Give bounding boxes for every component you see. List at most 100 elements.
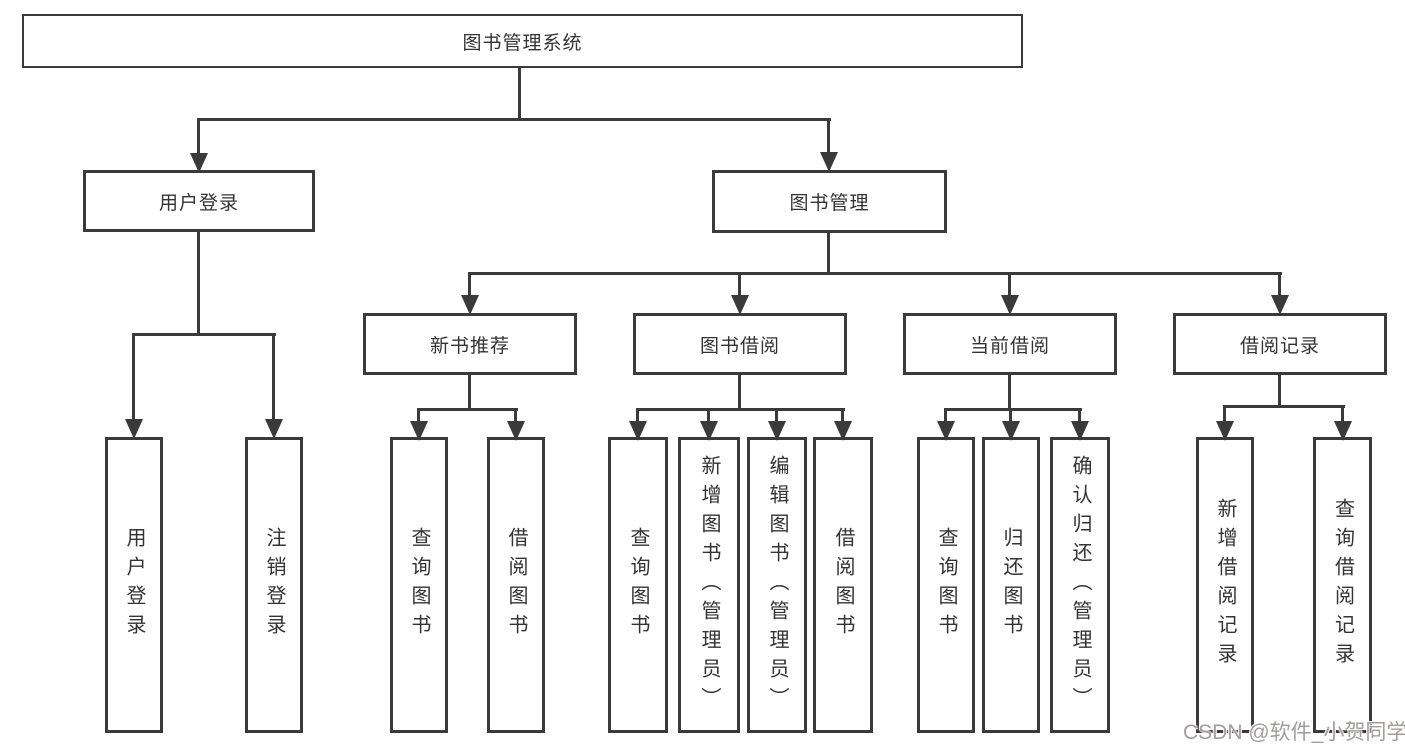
arrow-shaft xyxy=(775,408,778,423)
arrow-shaft xyxy=(514,408,517,423)
arrow-head xyxy=(1002,421,1020,441)
node-label: 注销登录 xyxy=(263,527,285,643)
arrow-shaft xyxy=(944,408,947,423)
node-label: 借阅记录 xyxy=(1239,335,1320,357)
connector-new-book-stem xyxy=(468,375,471,411)
connector-user-login-stem xyxy=(197,232,200,336)
arrow-down-icon xyxy=(768,408,786,441)
node-label: 图书借阅 xyxy=(699,335,780,357)
node-label: 确认归还（管理员） xyxy=(1069,454,1091,716)
arrow-shaft xyxy=(1223,405,1226,423)
arrow-shaft xyxy=(636,408,639,423)
leaf-query-borrow-record: 查询借阅记录 xyxy=(1313,437,1372,733)
leaf-query-books-recommend: 查询图书 xyxy=(390,437,448,733)
arrow-shaft xyxy=(1278,272,1281,297)
arrow-down-icon xyxy=(1001,272,1019,315)
arrow-shaft xyxy=(738,272,741,297)
arrow-head xyxy=(1271,295,1289,315)
arrow-down-icon xyxy=(1334,405,1352,441)
arrow-down-icon xyxy=(1071,408,1089,441)
node-current-borrowing: 当前借阅 xyxy=(903,313,1117,375)
arrow-shaft xyxy=(1341,405,1344,423)
connector-current-bar xyxy=(944,408,1082,411)
arrow-down-icon xyxy=(507,408,525,441)
arrow-head xyxy=(700,421,718,441)
arrow-down-icon xyxy=(629,408,647,441)
leaf-query-books-current: 查询图书 xyxy=(917,437,975,733)
arrow-down-icon xyxy=(1271,272,1289,315)
connector-records-stem xyxy=(1278,375,1281,408)
node-label: 新增借阅记录 xyxy=(1214,498,1236,672)
node-label: 图书管理 xyxy=(789,193,870,214)
arrow-head xyxy=(125,419,143,439)
arrow-head xyxy=(507,421,525,441)
node-label: 图书管理系统 xyxy=(462,32,583,54)
arrow-shaft xyxy=(841,408,844,423)
node-label: 查询图书 xyxy=(627,527,649,643)
arrow-shaft xyxy=(197,118,200,155)
arrow-down-icon xyxy=(1216,405,1234,441)
arrow-down-icon xyxy=(731,272,749,315)
connector-book-mgmt-stem xyxy=(827,233,830,275)
connector-user-login-bar xyxy=(132,333,276,336)
node-book-management: 图书管理 xyxy=(712,170,947,233)
node-label: 用户登录 xyxy=(123,527,145,643)
node-label: 查询图书 xyxy=(935,527,957,643)
arrow-head xyxy=(629,421,647,441)
arrow-shaft xyxy=(468,272,471,297)
leaf-add-book-admin: 新增图书（管理员） xyxy=(678,437,740,733)
arrow-head xyxy=(820,152,838,172)
node-borrowing-records: 借阅记录 xyxy=(1173,313,1387,375)
leaf-logout: 注销登录 xyxy=(245,437,303,733)
node-book-borrowing: 图书借阅 xyxy=(633,313,847,375)
arrow-head xyxy=(1001,295,1019,315)
connector-new-book-bar xyxy=(417,408,518,411)
node-label: 用户登录 xyxy=(158,192,239,214)
arrow-down-icon xyxy=(700,408,718,441)
node-label: 借阅图书 xyxy=(505,527,527,643)
node-library-management-system: 图书管理系统 xyxy=(22,14,1023,68)
arrow-head xyxy=(1071,421,1089,441)
connector-root-stem xyxy=(518,68,521,121)
arrow-shaft xyxy=(1009,408,1012,423)
connector-current-stem xyxy=(1008,375,1011,411)
arrow-down-icon xyxy=(190,118,208,173)
arrow-shaft xyxy=(417,408,420,423)
arrow-down-icon xyxy=(265,333,283,439)
node-label: 借阅图书 xyxy=(832,527,854,643)
arrow-down-icon xyxy=(820,118,838,172)
node-user-login: 用户登录 xyxy=(83,170,315,232)
arrow-shaft xyxy=(1008,272,1011,297)
connector-borrowing-bar xyxy=(636,408,845,411)
connector-records-bar xyxy=(1223,405,1345,408)
leaf-borrow-books-borrowing: 借阅图书 xyxy=(813,437,873,733)
arrow-head xyxy=(410,421,428,441)
arrow-down-icon xyxy=(125,333,143,439)
node-label: 当前借阅 xyxy=(969,335,1050,357)
node-label: 查询图书 xyxy=(408,527,430,643)
arrow-head xyxy=(1216,421,1234,441)
arrow-down-icon xyxy=(1002,408,1020,441)
arrow-head xyxy=(190,153,208,173)
arrow-down-icon xyxy=(410,408,428,441)
arrow-head xyxy=(265,419,283,439)
arrow-down-icon xyxy=(461,272,479,315)
node-label: 查询借阅记录 xyxy=(1331,498,1354,672)
leaf-confirm-return-admin: 确认归还（管理员） xyxy=(1050,437,1110,733)
arrow-shaft xyxy=(827,118,830,154)
arrow-head xyxy=(834,421,852,441)
node-label: 编辑图书（管理员） xyxy=(766,454,788,716)
arrow-head xyxy=(937,421,955,441)
node-label: 归还图书 xyxy=(1000,527,1022,643)
arrow-shaft xyxy=(132,333,135,421)
connector-root-bar xyxy=(197,118,831,121)
connector-borrowing-stem xyxy=(738,375,741,411)
arrow-down-icon xyxy=(937,408,955,441)
node-new-book-recommendation: 新书推荐 xyxy=(363,313,577,375)
csdn-watermark: CSDN @软件_小贺同学 xyxy=(1183,721,1405,744)
arrow-shaft xyxy=(707,408,710,423)
arrow-shaft xyxy=(272,333,275,421)
arrow-head xyxy=(731,295,749,315)
leaf-add-borrow-record: 新增借阅记录 xyxy=(1196,437,1254,733)
